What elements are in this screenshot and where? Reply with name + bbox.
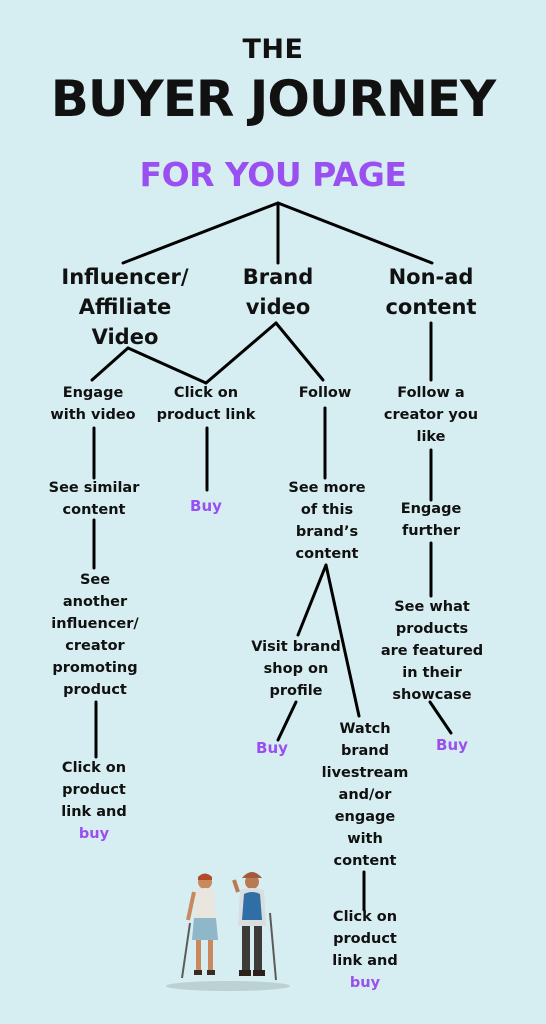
node-see-showcase-products: See what products are featured in their …: [380, 599, 484, 703]
buy-label: Buy: [436, 736, 468, 754]
buy-label: Buy: [256, 739, 288, 757]
connector: [204, 321, 278, 385]
connector: [276, 700, 298, 742]
node-see-more-brand-content: See more of this brand’s content: [288, 480, 366, 562]
connector: [126, 346, 208, 385]
category-influencer-video: Influencer/ Affiliate Video: [61, 265, 189, 349]
node-engage-further: Engage further: [400, 501, 462, 539]
connector: [121, 201, 280, 265]
node-watch-brand-livestream: Watch brand livestream and/or engage wit…: [321, 721, 409, 869]
category-brand-video: Brand video: [242, 265, 314, 319]
connector: [276, 201, 434, 265]
node-follow: Follow: [298, 385, 352, 401]
category-non-ad-content: Non-ad content: [385, 265, 477, 319]
title-line-1: THE: [242, 34, 304, 65]
node-click-link-and-buy: Click on product link and buy: [332, 909, 398, 991]
subtitle-for-you-page: FOR YOU PAGE: [139, 155, 407, 194]
connector: [428, 700, 453, 735]
connector: [296, 563, 328, 637]
node-follow-creator: Follow a creator you like: [383, 385, 479, 445]
connector: [90, 346, 130, 382]
node-visit-brand-shop: Visit brand shop on profile: [251, 639, 341, 699]
buy-label: Buy: [190, 497, 222, 515]
page-title: BUYER JOURNEY: [50, 70, 496, 128]
node-engage-with-video: Engage with video: [50, 385, 136, 423]
connector: [324, 563, 361, 718]
node-click-link-and-buy: Click on product link and buy: [61, 760, 127, 842]
walking-couple-illustration: [166, 872, 290, 991]
connector: [274, 321, 325, 382]
node-see-similar-content: See similar content: [48, 480, 140, 518]
node-click-product-link: Click on product link: [156, 385, 256, 423]
node-see-another-influencer: See another influencer/ creator promotin…: [51, 572, 139, 698]
